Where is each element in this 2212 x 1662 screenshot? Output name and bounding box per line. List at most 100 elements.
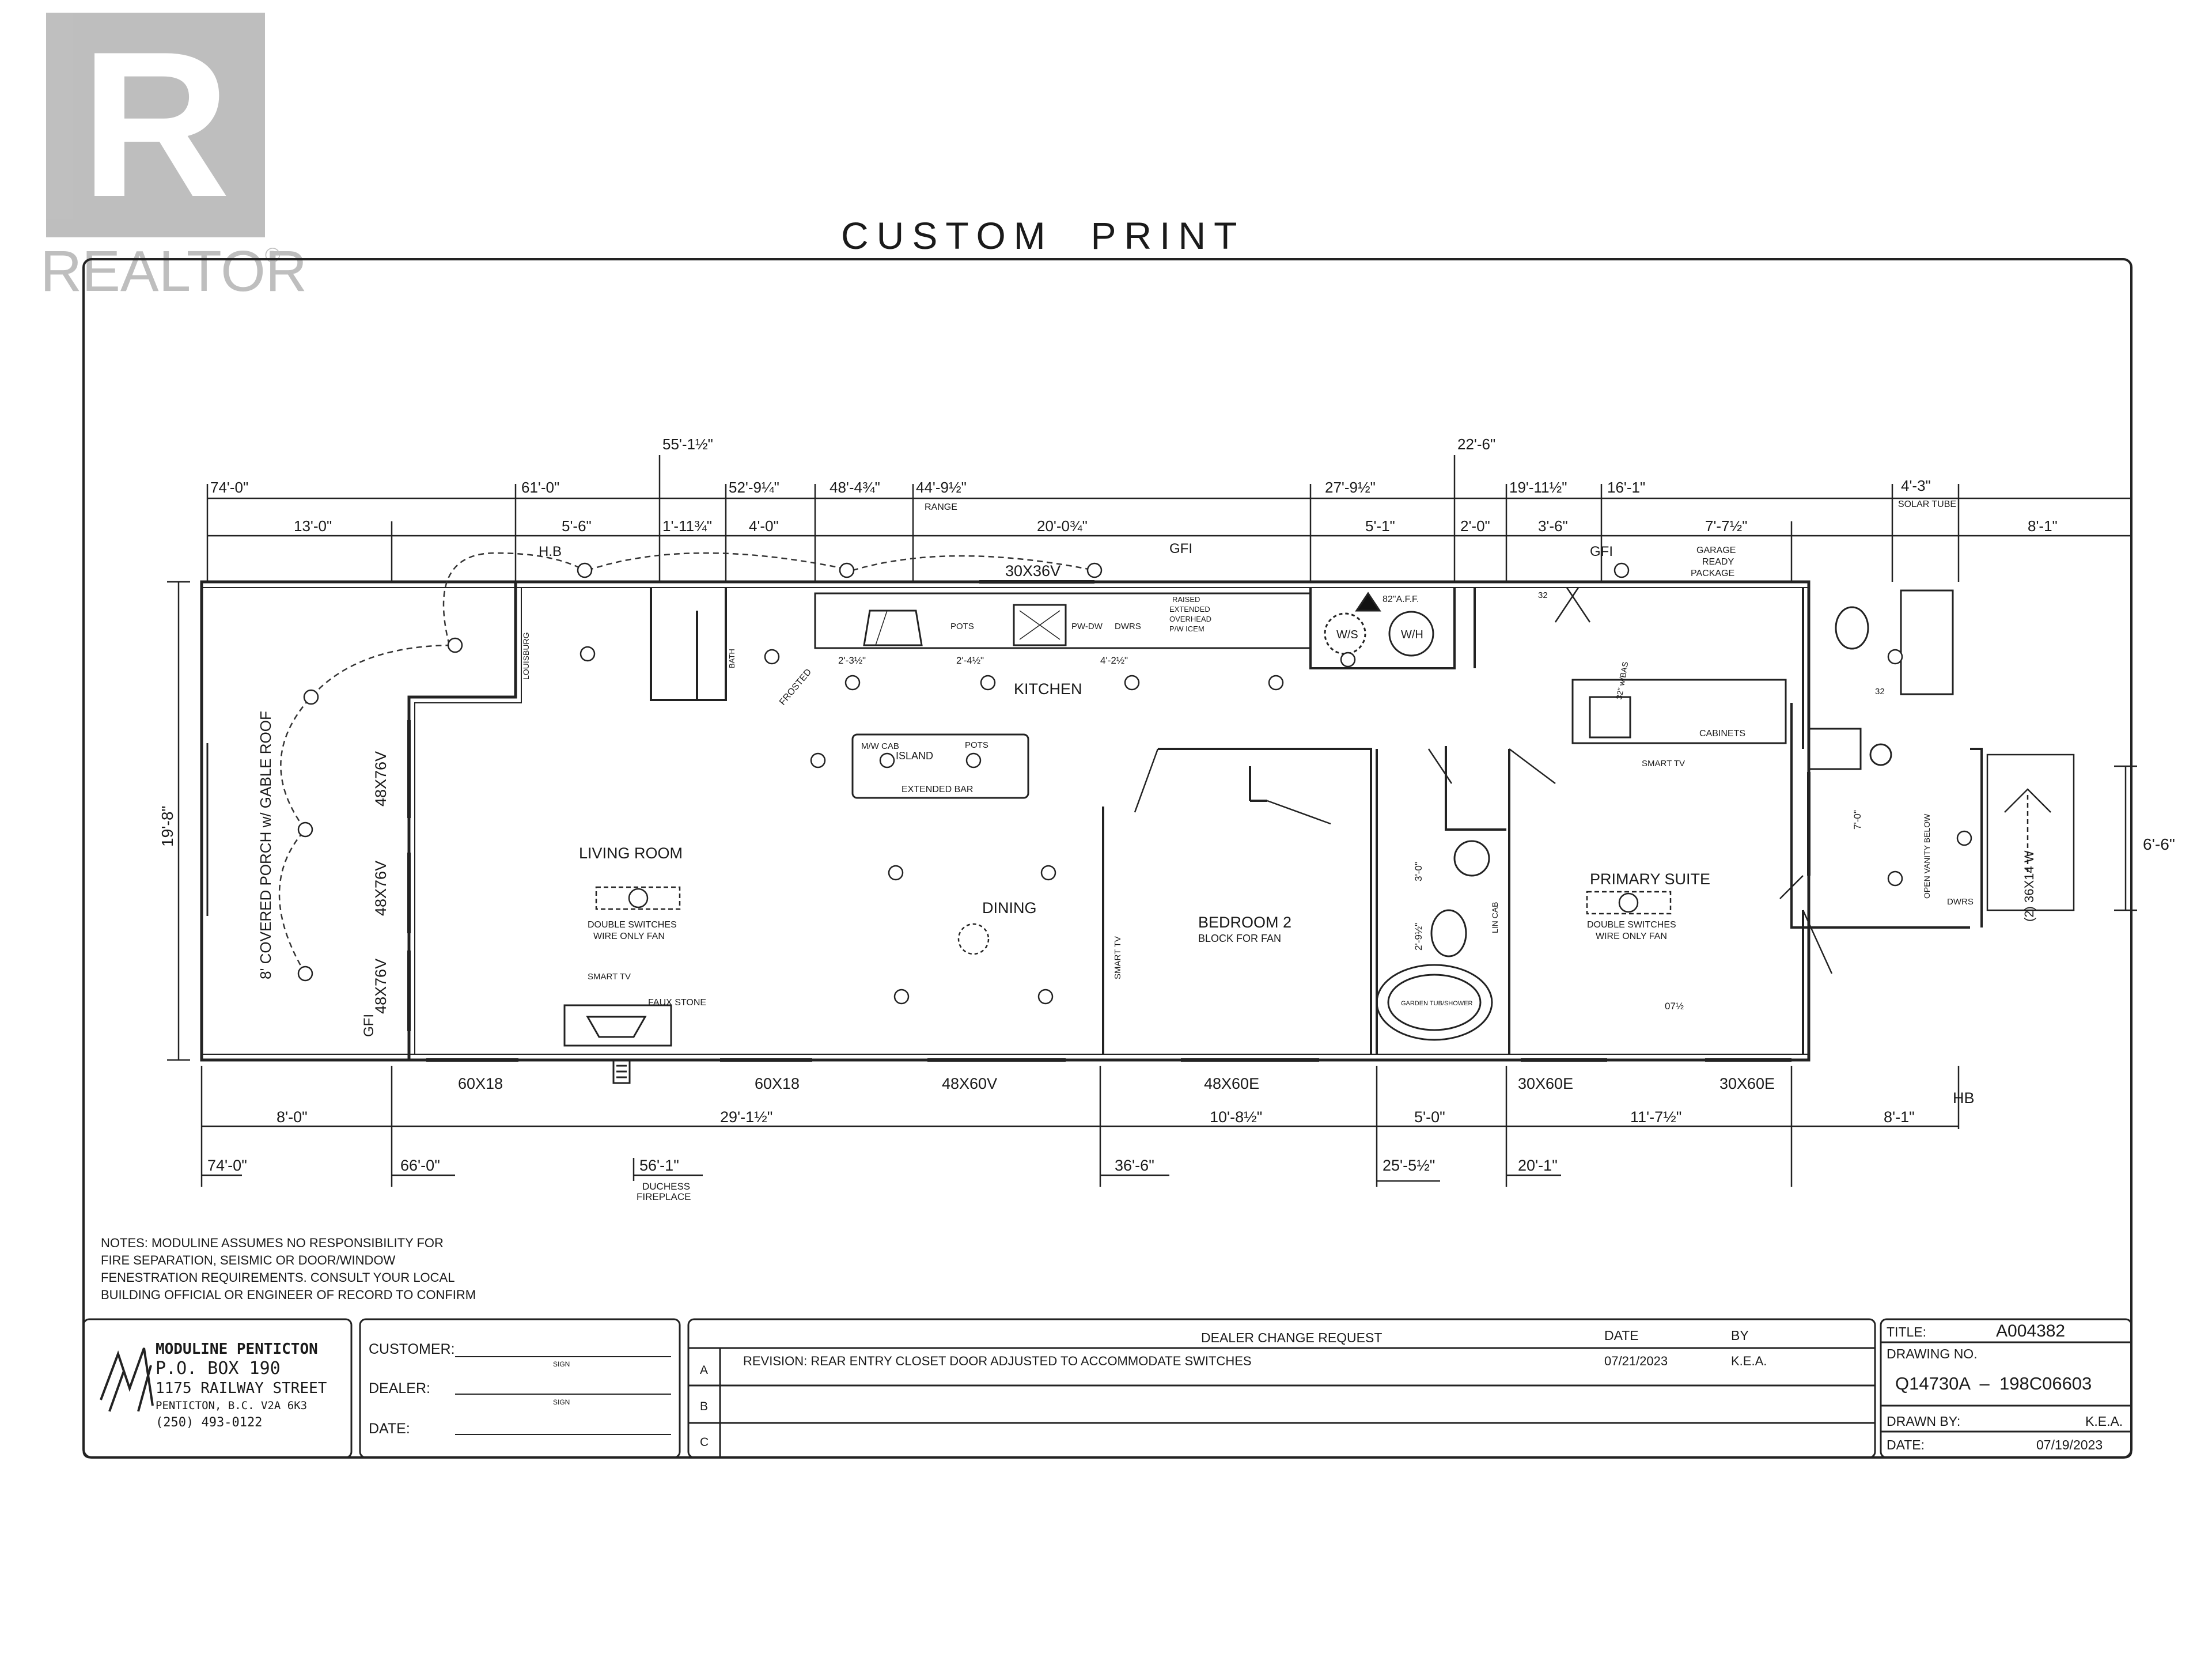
exterior-walls bbox=[200, 580, 1810, 1062]
company-name: MODULINE PENTICTON bbox=[156, 1341, 318, 1358]
rear-hose-bib: HB bbox=[1953, 1089, 1975, 1107]
dim-upper-9: 16'-1" bbox=[1607, 479, 1645, 496]
porch-window-1-label: 48X76V bbox=[372, 751, 389, 807]
dim-upper-6: 27'-9½" bbox=[1325, 479, 1376, 496]
note-line-0: NOTES: MODULINE ASSUMES NO RESPONSIBILIT… bbox=[101, 1236, 444, 1250]
change-row-a-letter: A bbox=[700, 1364, 708, 1377]
garage-label-3: PACKAGE bbox=[1691, 569, 1734, 578]
rear-window-label: (2) 36X14 W bbox=[2022, 850, 2036, 922]
dim-lower-1: 5'-6" bbox=[562, 517, 592, 535]
side-dimension-lines bbox=[167, 581, 2137, 1061]
dim-lower-3: 4'-0" bbox=[749, 517, 779, 535]
fan-fixtures bbox=[595, 886, 1672, 955]
dim-upper-3: 52'-9¼" bbox=[729, 479, 779, 496]
fixtures bbox=[1324, 589, 1954, 1041]
company-city: PENTICTON, B.C. V2A 6K3 bbox=[156, 1399, 307, 1412]
company-street: 1175 RAILWAY STREET bbox=[156, 1380, 327, 1397]
primary-suite-label: PRIMARY SUITE bbox=[1590, 870, 1710, 888]
porch-wiring bbox=[278, 552, 1095, 974]
realtor-logo-letter: R bbox=[81, 9, 230, 240]
interior-walls bbox=[650, 588, 1983, 1054]
small-dim-4: 2'-9½" bbox=[1413, 923, 1424, 951]
change-row-a-by: K.E.A. bbox=[1731, 1354, 1767, 1368]
primary-fan-note-2: WIRE ONLY FAN bbox=[1596, 932, 1667, 941]
bedroom2-label: BEDROOM 2 bbox=[1198, 914, 1291, 931]
date-label: DATE: bbox=[369, 1421, 410, 1437]
counter-pots-label: POTS bbox=[950, 622, 974, 631]
range-label: RANGE bbox=[925, 502, 957, 512]
note-line-1: FIRE SEPARATION, SEISMIC OR DOOR/WINDOW bbox=[101, 1253, 396, 1267]
laundry-gfi-label: GFI bbox=[1590, 544, 1613, 559]
drawing-no-label: DRAWING NO. bbox=[1887, 1346, 1978, 1361]
counter-pw-dw-label: PW-DW bbox=[1071, 622, 1103, 631]
dim-upper-2: 55'-1½" bbox=[662, 436, 713, 453]
change-row-b-letter: B bbox=[700, 1400, 708, 1413]
dim-upper-5: 44'-9½" bbox=[916, 479, 967, 496]
wall-windows bbox=[407, 580, 1810, 1062]
living-fan-note-1: DOUBLE SWITCHES bbox=[588, 920, 677, 930]
span-4: 11'-7½" bbox=[1630, 1108, 1681, 1126]
dim-upper-4: 48'-4¾" bbox=[830, 479, 880, 496]
drawn-by-label: DRAWN BY: bbox=[1887, 1414, 1960, 1429]
change-row-a-date: 07/21/2023 bbox=[1604, 1354, 1668, 1368]
porch-window-3-label: 48X76V bbox=[372, 959, 389, 1014]
front-gfi-label: GFI bbox=[1169, 541, 1192, 556]
soaker-label: GARDEN TUB/SHOWER bbox=[1401, 1000, 1473, 1007]
louisburg-label: LOUISBURG bbox=[521, 633, 531, 680]
island-label: ISLAND bbox=[896, 750, 933, 762]
kitchen-counters bbox=[814, 592, 1862, 799]
garage-label-1: GARAGE bbox=[1696, 546, 1736, 555]
porch-label: 8' COVERED PORCH w/ GABLE ROOF bbox=[257, 711, 274, 979]
dining-label: DINING bbox=[982, 899, 1037, 917]
solar-tube-label: SOLAR TUBE bbox=[1898, 499, 1956, 509]
island-cab-label: M/W CAB bbox=[861, 741, 899, 751]
small-dim-0: 2'-3½" bbox=[838, 655, 866, 666]
title-label: TITLE: bbox=[1887, 1324, 1926, 1339]
window-bottom-5: 30X60E bbox=[1719, 1075, 1775, 1092]
dim-lower-2: 1'-11¾" bbox=[662, 517, 712, 535]
position-1: 66'-0" bbox=[400, 1157, 440, 1174]
dealer-label: DEALER: bbox=[369, 1380, 430, 1396]
fireplace bbox=[563, 1004, 672, 1084]
change-row-a-text: REVISION: REAR ENTRY CLOSET DOOR ADJUSTE… bbox=[743, 1354, 1252, 1368]
extended-bar-label: EXTENDED BAR bbox=[902, 785, 973, 794]
door-swings bbox=[1134, 587, 1833, 974]
change-by-header: BY bbox=[1731, 1328, 1749, 1343]
dim-lower-7: 3'-6" bbox=[1538, 517, 1568, 535]
notes: NOTES: MODULINE ASSUMES NO RESPONSIBILIT… bbox=[101, 1236, 476, 1302]
company-po-box: P.O. BOX 190 bbox=[156, 1358, 281, 1379]
bedroom2-fan-note: BLOCK FOR FAN bbox=[1198, 933, 1281, 944]
dwrs-label: DWRS bbox=[1947, 897, 1974, 907]
bottom-position-labels: 74'-0" 66'-0" 56'-1" 36'-6" 25'-5½" 20'-… bbox=[207, 1157, 1558, 1202]
small-dim-8: 32 bbox=[1875, 687, 1885, 696]
fireplace-label-1: DUCHESS bbox=[642, 1181, 690, 1192]
porch-window-2-label: 48X76V bbox=[372, 861, 389, 916]
overhead-label-1: RAISED bbox=[1172, 595, 1200, 604]
front-window-label: 30X36V bbox=[1005, 562, 1060, 580]
small-dim-5: 7'-0" bbox=[1852, 810, 1863, 830]
window-bottom-1: 60X18 bbox=[755, 1075, 800, 1092]
rear-stair bbox=[1986, 754, 2075, 911]
counter-dwrs-label: DWRS bbox=[1115, 622, 1141, 631]
island-pots-label: POTS bbox=[965, 740, 988, 750]
living-smart-tv-label: SMART TV bbox=[588, 972, 631, 982]
kitchen-label: KITCHEN bbox=[1014, 680, 1082, 698]
dim-lower-9: 8'-1" bbox=[2028, 517, 2058, 535]
drawing-no-value: Q14730A – 198C06603 bbox=[1895, 1373, 2092, 1394]
position-3: 36'-6" bbox=[1115, 1157, 1154, 1174]
moduline-logo-icon bbox=[100, 1347, 154, 1412]
change-date-header: DATE bbox=[1604, 1328, 1639, 1343]
dim-lower-0: 13'-0" bbox=[294, 517, 332, 535]
bottom-dimension-lines bbox=[200, 1066, 1960, 1187]
bath-label: BATH bbox=[728, 649, 736, 668]
small-dim-6: 07½ bbox=[1665, 1001, 1684, 1012]
garage-label-2: READY bbox=[1702, 557, 1734, 567]
overhead-label-3: OVERHEAD bbox=[1169, 615, 1211, 623]
rear-stair-dim: 6'-6" bbox=[2143, 835, 2175, 853]
room-labels: 8' COVERED PORCH w/ GABLE ROOF LIVING RO… bbox=[257, 541, 2036, 1037]
bedroom-smart-tv-label: SMART TV bbox=[1113, 936, 1123, 979]
position-0: 74'-0" bbox=[207, 1157, 247, 1174]
afc-label: 82"A.F.F. bbox=[1382, 595, 1419, 604]
